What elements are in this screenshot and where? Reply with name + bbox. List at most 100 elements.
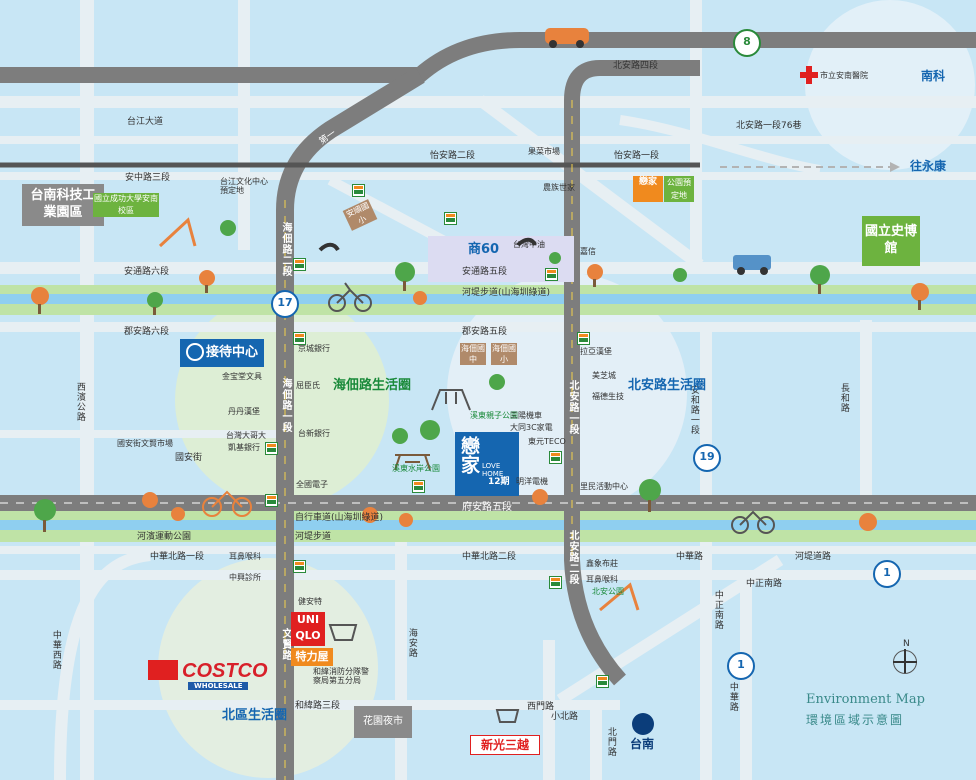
label-haidian-2: 海佃路二段 [280,222,291,277]
love-home-title: 戀家 [458,436,480,474]
nanke-zone [805,0,975,170]
taiwan-gas: 台灣中油 [513,240,545,249]
reception-label: 接待中心 [205,345,258,360]
nanke-label: 南科 [921,69,946,83]
culture-center: 台江文化中心預定地 [220,177,268,195]
label-north-an-2: 北安路二段 [567,530,578,585]
reception-icon [186,343,204,361]
river-bottom [0,520,976,530]
costco-logo: COSTCO [182,660,268,682]
night-market-box: 花園夜市 [354,706,412,738]
cart-icon [148,660,178,680]
tongsheng: 大同3C家電 [510,423,553,432]
label-hedi-2: 河堤步道 [295,532,332,542]
seven-eleven-icon [265,494,278,507]
danwan: 丹丹漢堡 [228,407,260,416]
hwy1-shield: 1 [873,560,901,588]
swing-icon [431,389,471,411]
label-fuan-5: 府安路五段 [462,502,512,513]
love-home-en: LOVE HOME [482,462,504,478]
hengde: 鑫象布莊 [586,559,618,568]
seven-eleven-icon [577,332,590,345]
compass-icon: N [893,639,917,674]
label-duan-5: 郡安路五段 [462,327,508,337]
label-anzhong-3: 安中路三段 [125,173,171,183]
civic-center: 里民活動中心 [580,482,628,491]
hwy8-shield: 8 [733,29,761,57]
station-label: 台南 [630,737,655,751]
quanchen: 屈臣氏 [296,381,320,390]
hospital-icon [800,66,818,84]
label-xisi: 西濱公路 [74,382,85,422]
zhongxin: 中興診所 [229,573,261,582]
label-yongkang: 往永康 [910,159,947,173]
label-hedi-park: 河濱運動公園 [137,532,192,542]
trees [31,220,929,532]
picnic-icon [394,454,431,471]
car-icon [545,28,589,44]
label-zhonghua-v: 中華路 [727,682,738,712]
meizhi: 美芝城 [592,371,616,380]
zhongshan-hosp: 健安特 [298,597,322,606]
teli-logo: 特力屋 [291,648,333,666]
love-home-marker[interactable]: 戀家 LOVE HOME 12期 [455,432,519,496]
legend-zh: 環境區域示意圖 [806,713,905,727]
sanhe: 三陽機車 [510,411,542,420]
label-hailan: 海安路 [406,628,417,658]
seven-eleven-icon [293,332,306,345]
seven-eleven-icon [293,258,306,271]
police-label: 和緯消防分隊警察局第五分局 [313,667,369,685]
jingxin: 京城銀行 [298,344,330,353]
label-xiaobei: 小北路 [551,712,579,722]
label-north-an-4: 北安路四段 [613,61,659,71]
river-top [0,294,976,304]
jiaxin: 嘉信 [580,247,596,256]
raman: 拉亞漢堡 [580,347,612,356]
haidian-jr: 海佃國中 [460,343,486,365]
ershou: 耳鼻喉科 [586,575,618,584]
seven-eleven-icon [265,442,278,455]
label-guoan: 國安街 [175,453,203,463]
uniqlo-logo: UNI QLO [291,612,325,646]
hwy1b-shield: 1 [727,652,755,680]
seven-eleven-icon [444,212,457,225]
love-home-phase: 12期 [488,477,510,487]
love-home-small: 戀家 [633,176,663,202]
seven-eleven-icon [293,560,306,573]
xidong-park: 溪東親子公園 [470,411,518,420]
station-icon [632,713,654,735]
truck-icon [733,255,771,270]
legend-en: Environment Map [806,692,925,707]
shin-kong-logo: 新光三越 [470,735,540,755]
label-zhonghua-n-1: 中華北路一段 [150,552,205,562]
label-changhe: 長和路 [838,383,849,413]
label-zhongzheng: 中正南路 [746,579,783,589]
seven-eleven-icon [596,675,609,688]
seven-eleven-icon [549,576,562,589]
reception-center[interactable]: 接待中心 [180,339,264,367]
label-hele-3: 和緯路三段 [295,701,341,711]
chengda-box: 國立成功大學安南校區 [93,193,159,217]
shang60-label: 商60 [468,242,500,257]
label-yihe-2: 怡安路二段 [430,151,476,161]
north-life: 北區生活圈 [222,708,288,723]
market-label: 果菜市場 [528,147,560,156]
costco-sub: WHOLESALE [188,682,249,690]
farm-market: 農族世家 [543,183,575,192]
bicycles [202,282,775,534]
first-bank: 台新銀行 [298,429,330,438]
label-ximen: 西門路 [527,702,555,712]
label-duan-6: 郡安路六段 [124,327,170,337]
label-anhe-1: 安和路一段 [688,385,699,435]
ershou-2: 耳鼻喉科 [229,552,261,561]
label-beimen: 北門路 [605,727,616,757]
hospital-label: 市立安南醫院 [820,71,868,80]
label-north-an-76: 北安路一段76巷 [736,121,802,131]
label-bike-path: 自行車道(山海圳綠道) [295,513,384,523]
uniqlo-line2: QLO [295,629,321,642]
mingyang: 明洋電機 [516,477,548,486]
label-zhonghua-n-2: 中華北路二段 [462,552,517,562]
beian-life: 北安路生活圈 [628,378,707,393]
kaiqi: 凱基銀行 [228,443,260,452]
